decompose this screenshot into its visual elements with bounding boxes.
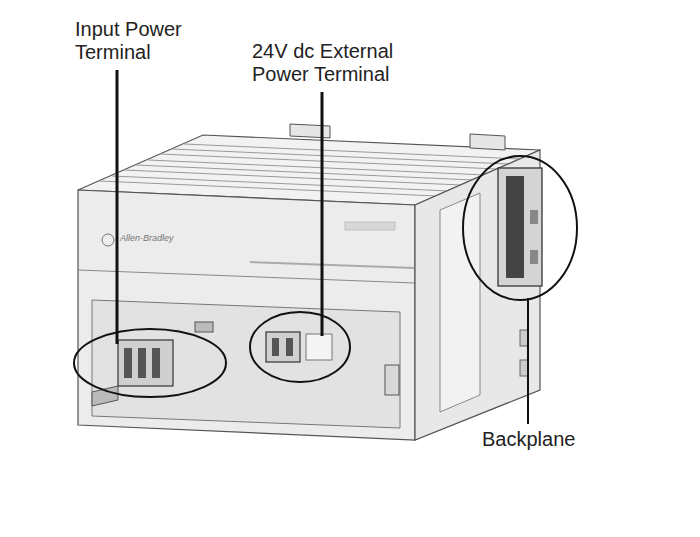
terminal-screws <box>124 348 160 378</box>
terminal-cover <box>92 386 118 406</box>
latch <box>385 365 399 395</box>
catalog-plate <box>345 222 395 230</box>
callout-label: Input Power Terminal <box>75 18 235 64</box>
housing-front <box>78 190 415 440</box>
power-switch <box>195 322 213 332</box>
leader-line <box>527 298 529 424</box>
callout-label: Backplane <box>482 428 642 451</box>
top-tab <box>470 134 505 150</box>
highlight-circle <box>74 329 226 397</box>
housing-side <box>415 150 540 440</box>
front-band <box>78 270 415 283</box>
terminal-screw <box>272 338 279 356</box>
logo <box>102 234 114 246</box>
highlight-circle <box>463 156 577 300</box>
connector-key <box>530 250 538 264</box>
side-panel <box>440 193 480 412</box>
front-stripe <box>250 262 415 268</box>
callout-label: 24V dc External Power Terminal <box>252 40 442 86</box>
top-tab <box>290 124 330 138</box>
input-terminal-block <box>118 340 173 386</box>
leader-line <box>321 92 324 336</box>
terminal-marking <box>306 334 332 360</box>
connector-slot <box>506 176 524 278</box>
dc-terminal-block <box>266 332 300 362</box>
brand-text: Allen-Bradley <box>120 233 210 243</box>
backplane-connector <box>498 168 542 286</box>
side-slot <box>520 360 528 376</box>
terminal-screw <box>286 338 293 356</box>
connector-key <box>530 210 538 224</box>
leader-line <box>116 70 119 344</box>
side-slot <box>520 330 528 346</box>
terminal-recess <box>92 300 400 428</box>
highlight-circle <box>250 312 350 382</box>
